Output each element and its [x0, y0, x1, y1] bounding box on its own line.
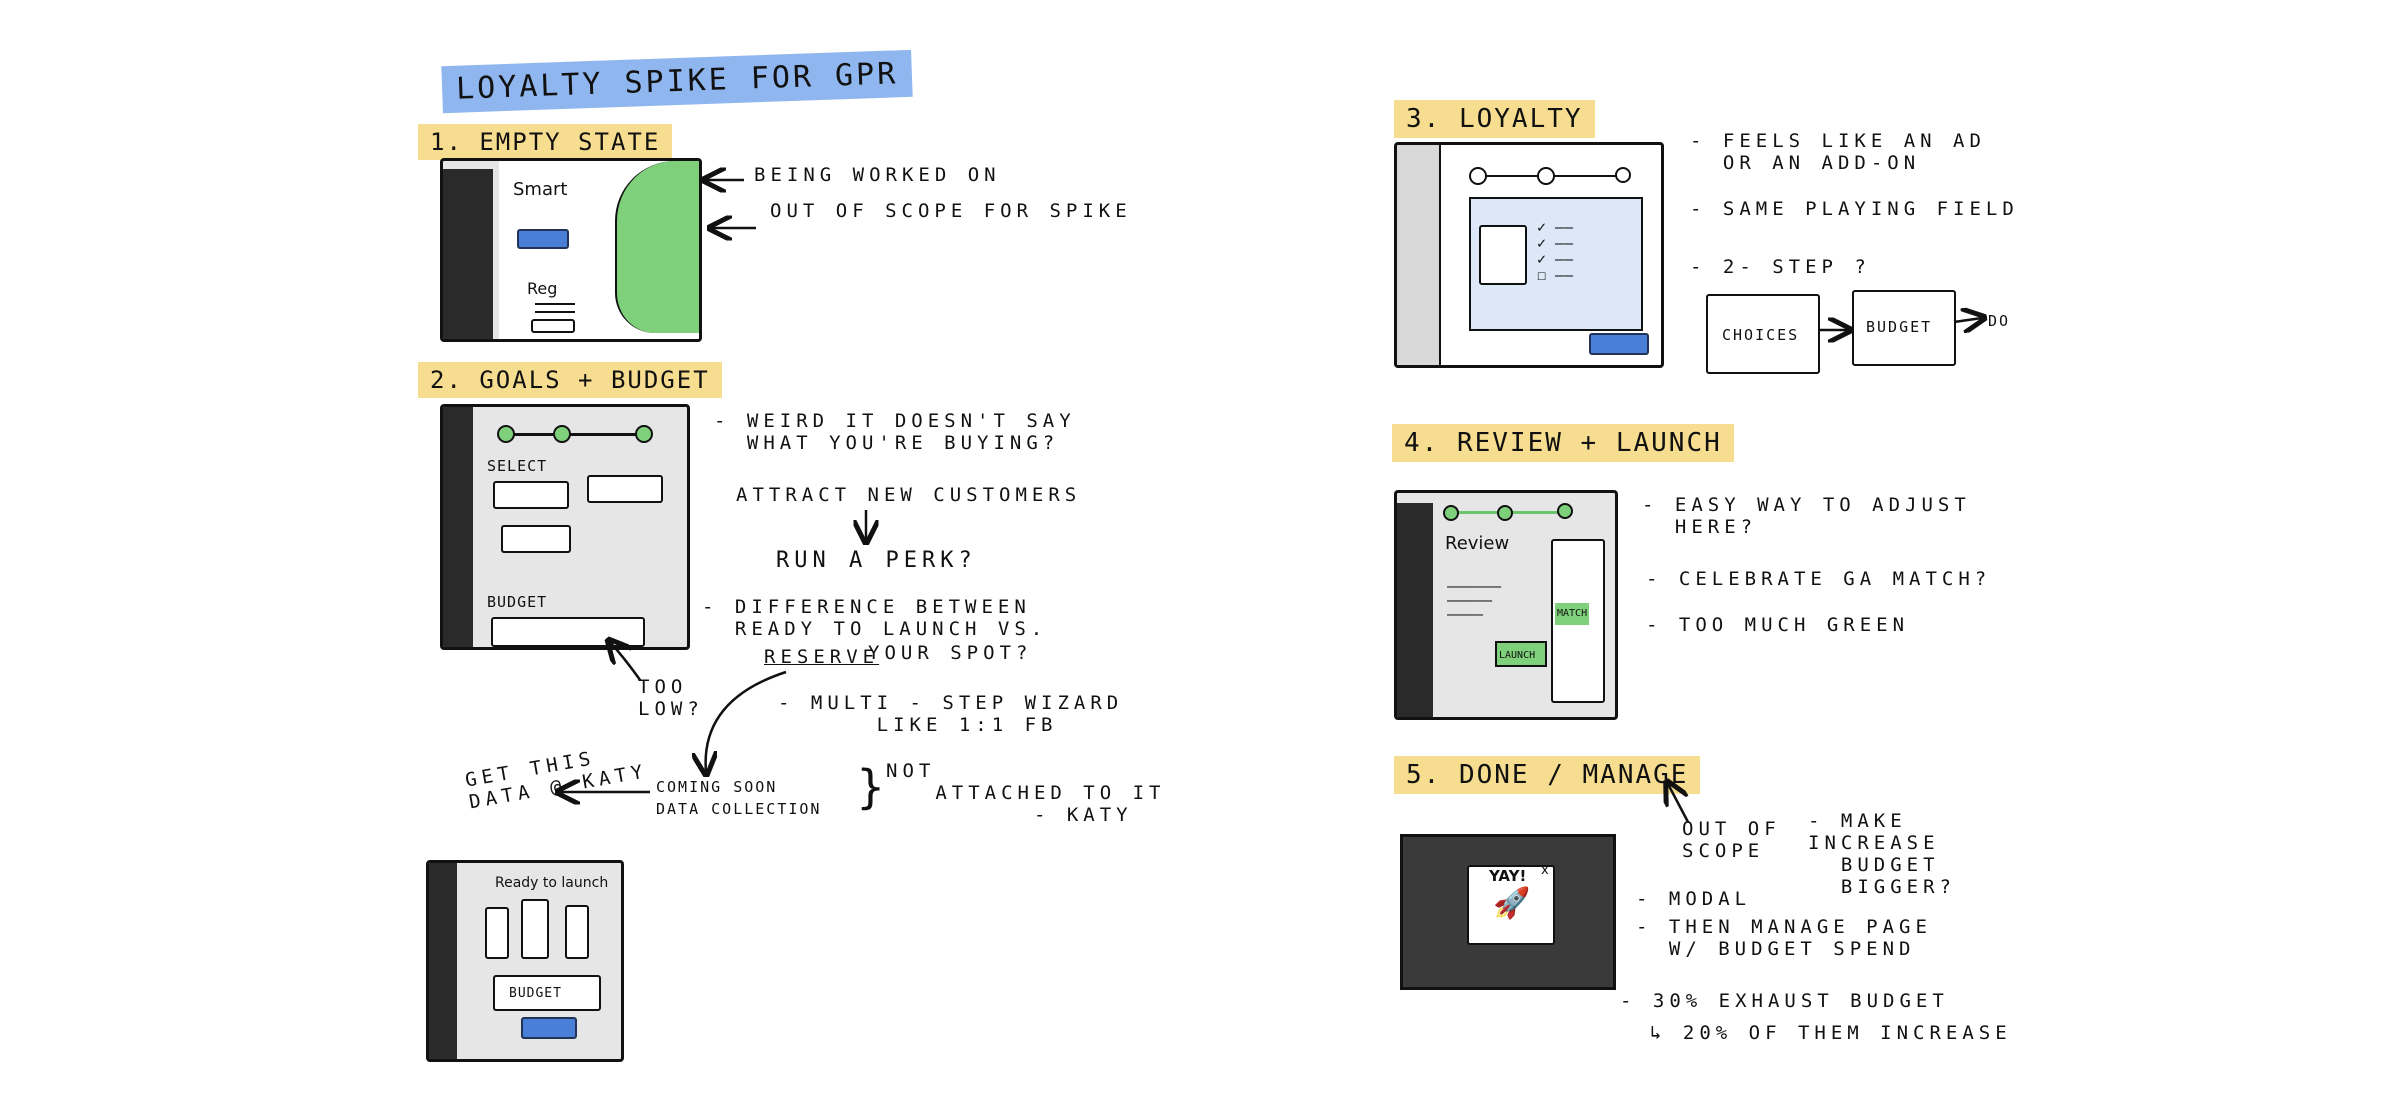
- loyalty-panel: [1469, 197, 1643, 331]
- reg-field: [531, 319, 575, 333]
- note-weird: - WEIRD IT DOESN'T SAY WHAT YOU'RE BUYIN…: [714, 410, 1076, 454]
- note-reserve: RESERVE: [764, 646, 880, 668]
- section-3-heading: 3. LOYALTY: [1394, 100, 1595, 138]
- choices-label: CHOICES: [1722, 326, 1800, 344]
- note-manage-page: - THEN MANAGE PAGE W/ BUDGET SPEND: [1636, 916, 1932, 960]
- review-lines: —————— ————— ————: [1447, 577, 1502, 623]
- loyalty-card: [1479, 225, 1527, 285]
- success-modal: [1467, 865, 1555, 945]
- launch-label: LAUNCH: [1499, 650, 1536, 661]
- step-dot-3: [1557, 503, 1573, 519]
- reg-label: Reg: [527, 279, 558, 298]
- step-dot-1: [497, 425, 515, 443]
- sidebar-block: [443, 169, 493, 339]
- note-feels-like: - FEELS LIKE AN AD OR AN ADD-ON: [1690, 130, 1986, 174]
- arrow-too-low: [610, 642, 642, 681]
- budget-label: BUDGET: [509, 986, 562, 1001]
- yay-label: YAY!: [1489, 867, 1527, 885]
- goals-budget-sketch: SELECT BUDGET: [440, 404, 690, 650]
- rocket-icon: 🚀: [1493, 886, 1531, 921]
- reg-line-1: [535, 303, 575, 305]
- note-make-bigger: - MAKE INCREASE BUDGET BIGGER?: [1808, 810, 1956, 898]
- sidebar-block: [443, 407, 473, 647]
- budget-label: BUDGET: [1866, 318, 1933, 336]
- note-multi-step: - MULTI - STEP WIZARD LIKE 1:1 FB: [778, 692, 1124, 736]
- budget-box: [493, 975, 601, 1011]
- note-attract: ATTRACT NEW CUSTOMERS: [736, 484, 1082, 506]
- green-panel: [615, 161, 699, 333]
- note-perk: RUN A PERK?: [776, 548, 977, 573]
- smart-button-sketch: [517, 229, 569, 249]
- note-increase: ↳ 20% OF THEM INCREASE: [1650, 1022, 2012, 1044]
- sidebar-block: [1397, 503, 1433, 717]
- choices-box: [1706, 294, 1820, 374]
- stepper-line: [503, 433, 643, 436]
- step-dot-2: [553, 425, 571, 443]
- empty-state-sketch: Smart Reg: [440, 158, 702, 342]
- modal-close-icon: x: [1541, 863, 1549, 878]
- note-modal: - MODAL: [1636, 888, 1752, 910]
- step-dot-2: [1537, 167, 1555, 185]
- section-5-heading: 5. DONE / MANAGE: [1394, 756, 1701, 794]
- budget-label: BUDGET: [487, 593, 548, 611]
- select-option-3: [501, 525, 571, 553]
- select-option-2: [587, 475, 663, 503]
- step-dot-2: [1497, 505, 1513, 521]
- section-1-heading: 1. EMPTY STATE: [418, 124, 673, 160]
- option-card-3: [565, 905, 589, 959]
- step-dot-1: [1469, 167, 1487, 185]
- brace-icon: }: [856, 760, 886, 814]
- ready-label: Ready to launch: [495, 875, 609, 891]
- note-too-low: TOO LOW?: [638, 676, 704, 720]
- ready-to-launch-sketch: Ready to launch BUDGET: [426, 860, 624, 1062]
- note-same-field: - SAME PLAYING FIELD: [1690, 198, 2019, 220]
- section-4-heading: 4. REVIEW + LAUNCH: [1392, 424, 1734, 462]
- step-dot-3: [635, 425, 653, 443]
- review-launch-sketch: Review —————— ————— ———— MATCH LAUNCH: [1394, 490, 1618, 720]
- match-label: MATCH: [1555, 603, 1590, 625]
- sidebar-block: [429, 863, 457, 1059]
- note-too-much-green: - TOO MUCH GREEN: [1646, 614, 1910, 636]
- reg-line-2: [535, 311, 575, 313]
- launch-button-sketch: [1495, 641, 1547, 667]
- loyalty-sketch: ✓ —— ✓ —— ✓ —— ☐ ——: [1394, 142, 1664, 368]
- option-card-2: [521, 899, 549, 959]
- continue-button-sketch: [1589, 333, 1649, 355]
- step-dot-1: [1443, 505, 1459, 521]
- step-dot-3: [1615, 167, 1631, 183]
- note-easy-adjust: - EASY WAY TO ADJUST HERE?: [1642, 494, 1971, 538]
- option-card-1: [485, 907, 509, 959]
- smart-label: Smart: [513, 179, 568, 200]
- note-difference: - DIFFERENCE BETWEEN READY TO LAUNCH VS.: [702, 596, 1048, 640]
- note-two-step: - 2- STEP ?: [1690, 256, 1871, 278]
- review-label: Review: [1445, 533, 1510, 554]
- done-manage-sketch: YAY! x 🚀: [1400, 834, 1616, 990]
- arrow-budget-done: [1953, 318, 1982, 322]
- section-2-heading: 2. GOALS + BUDGET: [418, 362, 722, 398]
- note-out-of-scope: OUT OF SCOPE FOR SPIKE: [770, 200, 1132, 222]
- note-out-of-scope: OUT OF SCOPE: [1682, 818, 1781, 862]
- select-label: SELECT: [487, 457, 548, 475]
- sidebar-block: [1397, 145, 1441, 365]
- note-celebrate: - CELEBRATE GA MATCH?: [1646, 568, 1992, 590]
- budget-box: [1852, 290, 1956, 366]
- note-spot: YOUR SPOT?: [868, 642, 1033, 664]
- done-label: DO: [1988, 312, 2011, 330]
- note-exhaust-budget: - 30% EXHAUST BUDGET: [1620, 990, 1949, 1012]
- note-coming-soon: COMING SOON DATA COLLECTION: [656, 778, 822, 818]
- arrow-reserve-coming: [706, 670, 787, 772]
- checklist: ✓ —— ✓ —— ✓ —— ☐ ——: [1537, 218, 1574, 284]
- arrow-out-of-scope-s5: [1668, 784, 1690, 823]
- note-being-worked-on: BEING WORKED ON: [754, 164, 1001, 186]
- note-not-attached: NOT ATTACHED TO IT - KATY: [886, 760, 1166, 826]
- select-option-1: [493, 481, 569, 509]
- launch-button-sketch: [521, 1017, 577, 1039]
